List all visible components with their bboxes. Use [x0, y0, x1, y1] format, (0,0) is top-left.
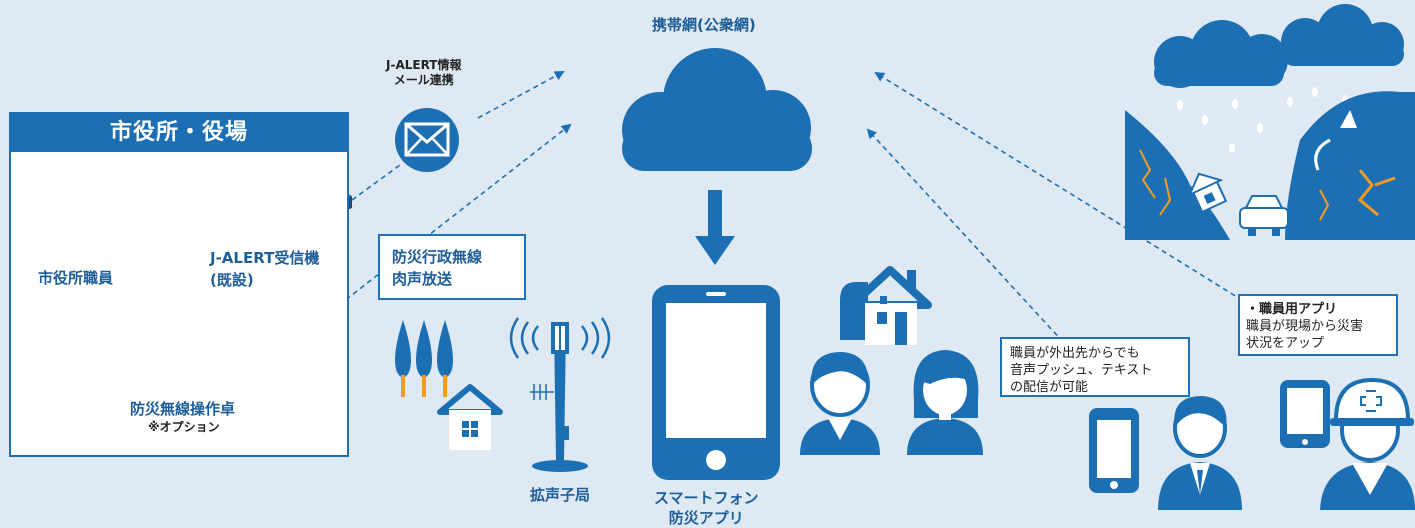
landslide-scene [1125, 91, 1415, 240]
smartphone-label-line1: スマートフォン [654, 489, 759, 507]
staff-callout: 職員が外出先からでも 音声プッシュ、テキスト の配信が可能 [1000, 337, 1190, 397]
arrow-mail-to-cloud [477, 71, 565, 119]
cloud-icon [622, 48, 812, 171]
receiver-label-line1: J-ALERT受信機 [210, 249, 320, 267]
console-label: 防災無線操作卓 [130, 400, 236, 418]
arrow-fieldstaff-to-cloud [874, 71, 1259, 311]
staff-callout-line1: 職員が外出先からでも [1010, 346, 1140, 361]
receiver-label: J-ALERT受信機 (既設) [210, 247, 319, 291]
loudspeaker-tower-icon [509, 317, 611, 472]
staff-app-line2: 状況をアップ [1246, 336, 1325, 351]
broadcast-callout: 防災行政無線 肉声放送 [378, 234, 526, 300]
mail-label-line1: J-ALERT情報 [386, 58, 462, 72]
receiver-label-line2: (既設) [210, 271, 254, 289]
staff-man-icon [1158, 396, 1242, 510]
resident-woman-icon [907, 350, 983, 455]
trees-icon [395, 320, 453, 397]
network-title: 携帯網(公衆網) [652, 16, 756, 34]
console-note: ※オプション [148, 420, 220, 434]
staff-app-callout: ・職員用アプリ 職員が現場から災害 状況をアップ [1238, 294, 1398, 356]
mail-icon [395, 108, 459, 172]
connection-arrows [274, 71, 1259, 396]
car-icon [1239, 195, 1289, 236]
arrow-receiver-to-mail [351, 164, 401, 201]
staff-app-line1: 職員が現場から災害 [1246, 319, 1364, 334]
broadcast-line2: 肉声放送 [392, 270, 453, 288]
staff-callout-line3: の配信が可能 [1010, 380, 1089, 395]
field-worker-icon [1320, 377, 1415, 510]
loudspeaker-label: 拡声子局 [530, 486, 591, 504]
smartphone-label: スマートフォン 防災アプリ [654, 488, 759, 528]
arrow-down-icon [695, 190, 735, 265]
mail-label-line2: メール連携 [393, 73, 454, 87]
tilted-house-icon [1187, 172, 1228, 214]
staff-app-title: ・職員用アプリ [1246, 302, 1338, 317]
house-icon [437, 384, 503, 450]
mail-label: J-ALERT情報 メール連携 [386, 58, 461, 88]
broadcast-line1: 防災行政無線 [392, 248, 483, 266]
smartphone-icon [652, 285, 780, 480]
fieldstaff-phone-icon [1280, 380, 1330, 448]
office-title: 市役所・役場 [11, 114, 347, 152]
arrow-staff-to-cloud [866, 128, 1113, 396]
resident-man-icon [800, 352, 880, 455]
resident-house-icon [840, 266, 932, 345]
city-office-panel: 市役所・役場 [9, 112, 349, 457]
staff-phone-icon [1089, 408, 1139, 493]
storm-cloud-icon [1154, 4, 1404, 88]
smartphone-label-line2: 防災アプリ [668, 509, 744, 527]
office-staff-label: 市役所職員 [38, 269, 114, 287]
staff-callout-line2: 音声プッシュ、テキスト [1010, 363, 1153, 378]
